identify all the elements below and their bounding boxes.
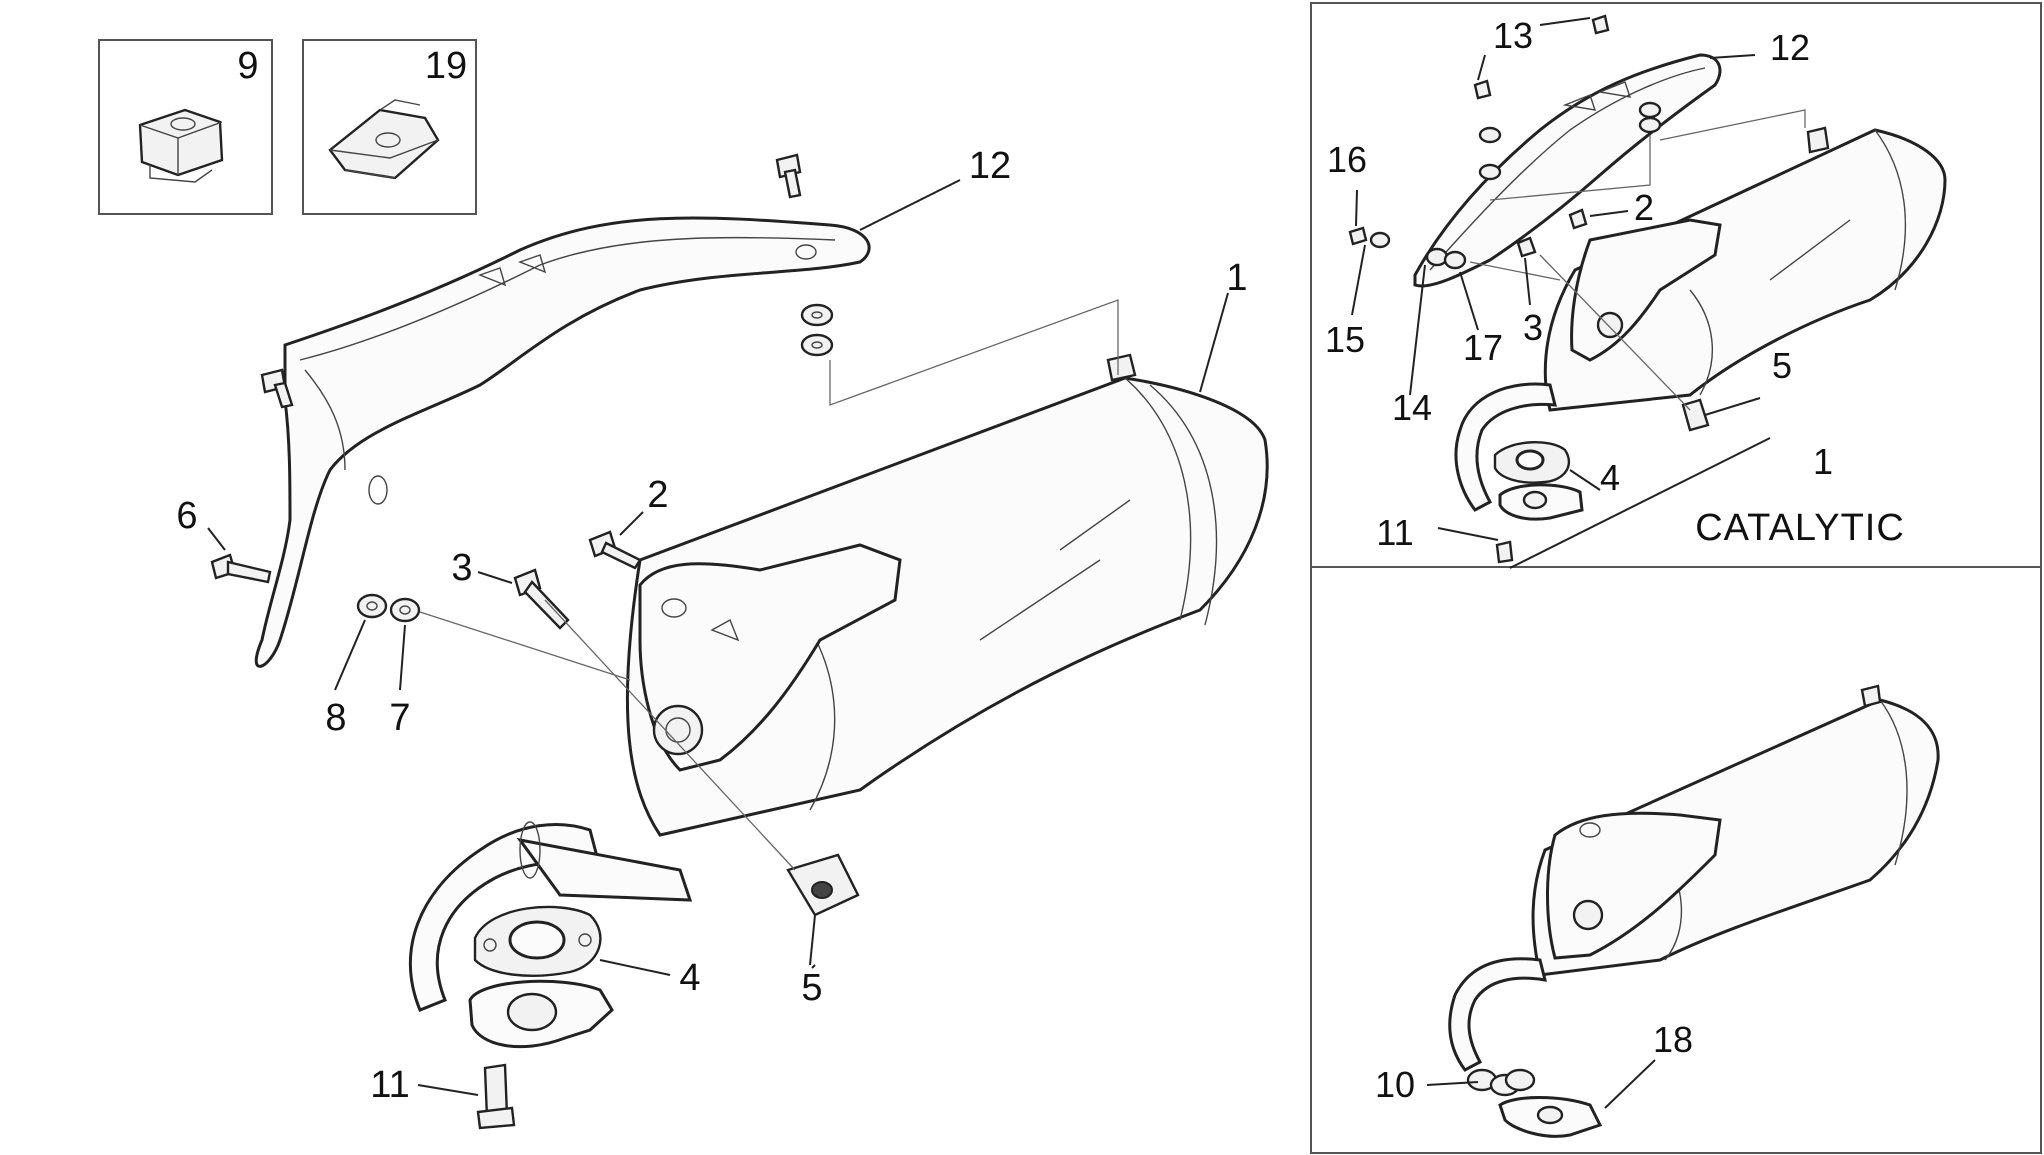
label-11: 11 <box>370 1064 409 1106</box>
cat-label-2: 2 <box>1634 187 1654 228</box>
label-5: 5 <box>801 967 822 1009</box>
label-4: 4 <box>679 957 700 999</box>
screw-3 <box>513 568 570 630</box>
label-8: 8 <box>325 697 346 739</box>
cat-label-5: 5 <box>1772 345 1792 386</box>
clip-nut-icon <box>138 108 224 183</box>
washer-7 <box>389 597 421 623</box>
washer-8 <box>356 593 388 619</box>
label-3: 3 <box>451 547 472 589</box>
label-19: 19 <box>425 45 467 87</box>
alt-label-18: 18 <box>1653 1019 1693 1060</box>
inset-clip-nut: 9 <box>98 39 273 215</box>
alternative-assembly: 10 18 <box>1375 684 1940 1138</box>
exhaust-pipe-part <box>408 821 693 1012</box>
screw-11 <box>476 1063 516 1130</box>
screw-top-shield <box>775 153 802 199</box>
main-assembly: 1 2 3 4 5 6 7 8 11 12 <box>176 145 1269 1130</box>
label-1: 1 <box>1226 257 1247 299</box>
cat-label-3: 3 <box>1523 307 1543 348</box>
catalytic-assembly: 13 12 16 2 15 3 17 14 5 1 4 11 CATALYTIC <box>1325 14 1947 569</box>
rubber-bush-part <box>786 853 860 966</box>
screw-2 <box>588 530 642 570</box>
cat-label-4: 4 <box>1600 457 1620 498</box>
cat-label-17: 17 <box>1463 327 1503 368</box>
cat-label-16: 16 <box>1327 139 1367 180</box>
mounting-bracket <box>638 543 902 772</box>
label-7: 7 <box>389 697 410 739</box>
cat-label-13: 13 <box>1493 15 1533 56</box>
catalytic-caption: CATALYTIC <box>1695 507 1905 549</box>
label-6: 6 <box>176 495 197 537</box>
right-panel-frame <box>1310 2 2042 1154</box>
spring-clip-icon <box>328 99 440 180</box>
inset-spring-clip: 19 <box>302 39 477 215</box>
cat-label-12: 12 <box>1770 27 1810 68</box>
alt-label-10: 10 <box>1375 1064 1415 1105</box>
cat-label-11: 11 <box>1376 512 1413 553</box>
cat-label-1: 1 <box>1813 441 1833 482</box>
screw-6 <box>210 553 272 584</box>
gasket-part <box>473 905 602 977</box>
heat-shield-part <box>254 216 871 668</box>
washers-shield-top <box>800 303 834 357</box>
cat-label-14: 14 <box>1392 387 1432 428</box>
label-12: 12 <box>969 145 1011 187</box>
cat-label-15: 15 <box>1325 319 1365 360</box>
flange-part <box>468 979 614 1049</box>
label-2: 2 <box>647 474 668 516</box>
label-9: 9 <box>237 45 258 87</box>
screw-left-shield <box>260 368 294 409</box>
